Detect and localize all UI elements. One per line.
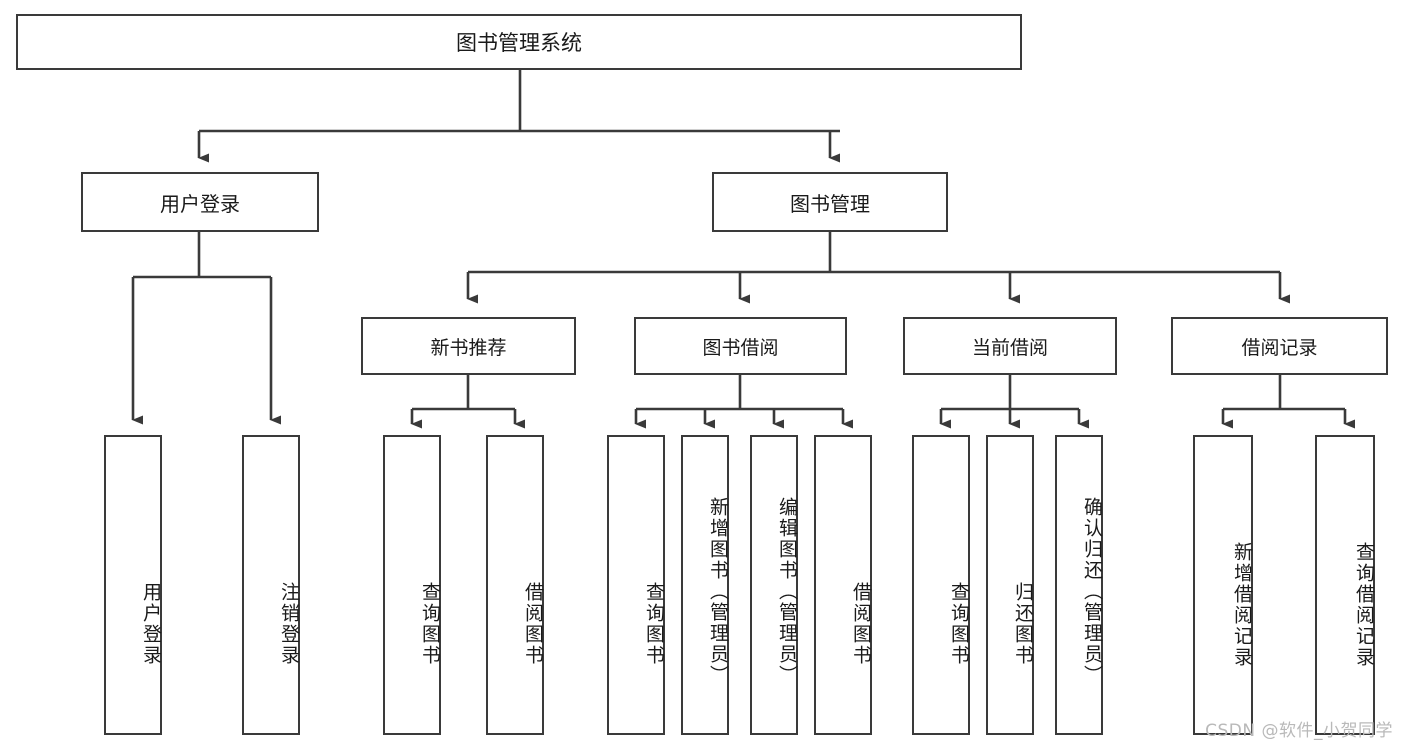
leaf-record-add-label: 新增借阅记录 [1231,542,1253,668]
leaf-borrow-borrow-book[interactable]: 借阅图书 [814,435,872,735]
leaf-borrow-edit-book-label: 编辑图书（管理员） [776,496,798,686]
leaf-record-query[interactable]: 查询借阅记录 [1315,435,1375,735]
leaf-current-return-book[interactable]: 归还图书 [986,435,1034,735]
leaf-current-query-book-label: 查询图书 [948,582,970,666]
leaf-user-login-label: 用户登录 [140,582,162,666]
leaf-user-login[interactable]: 用户登录 [104,435,162,735]
leaf-borrow-borrow-book-label: 借阅图书 [850,582,872,666]
leaf-borrow-query-book[interactable]: 查询图书 [607,435,665,735]
node-borrow-record-label: 借阅记录 [1241,336,1318,359]
node-book-management[interactable]: 图书管理 [712,172,948,232]
node-root[interactable]: 图书管理系统 [16,14,1022,70]
node-current-borrow-label: 当前借阅 [971,336,1048,359]
leaf-borrow-edit-book[interactable]: 编辑图书（管理员） [750,435,798,735]
leaf-record-query-label: 查询借阅记录 [1353,542,1375,668]
node-root-label: 图书管理系统 [456,31,582,55]
node-book-borrow[interactable]: 图书借阅 [634,317,847,375]
leaf-newbook-query-book[interactable]: 查询图书 [383,435,441,735]
leaf-newbook-borrow-book[interactable]: 借阅图书 [486,435,544,735]
node-user-login[interactable]: 用户登录 [81,172,319,232]
node-user-login-label: 用户登录 [160,191,240,216]
node-book-management-label: 图书管理 [790,191,870,216]
node-new-book-recommend-label: 新书推荐 [430,336,507,359]
node-book-borrow-label: 图书借阅 [702,336,779,359]
leaf-current-return-book-label: 归还图书 [1012,582,1034,666]
leaf-current-confirm-return-label: 确认归还（管理员） [1081,496,1103,686]
leaf-newbook-borrow-book-label: 借阅图书 [522,582,544,666]
leaf-user-logout-label: 注销登录 [278,582,300,666]
node-current-borrow[interactable]: 当前借阅 [903,317,1117,375]
leaf-user-logout[interactable]: 注销登录 [242,435,300,735]
leaf-current-query-book[interactable]: 查询图书 [912,435,970,735]
leaf-record-add[interactable]: 新增借阅记录 [1193,435,1253,735]
node-new-book-recommend[interactable]: 新书推荐 [361,317,576,375]
leaf-current-confirm-return[interactable]: 确认归还（管理员） [1055,435,1103,735]
leaf-borrow-add-book-label: 新增图书（管理员） [707,496,729,686]
leaf-newbook-query-book-label: 查询图书 [419,582,441,666]
node-borrow-record[interactable]: 借阅记录 [1171,317,1388,375]
leaf-borrow-query-book-label: 查询图书 [643,582,665,666]
leaf-borrow-add-book[interactable]: 新增图书（管理员） [681,435,729,735]
